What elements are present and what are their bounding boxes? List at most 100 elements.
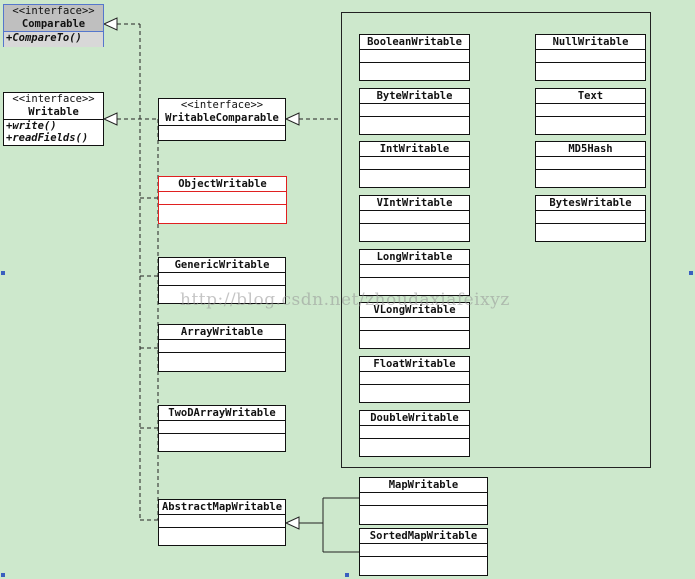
class-section [159, 125, 285, 138]
class-object-writable[interactable]: ObjectWritable [158, 176, 287, 224]
class-name: Writable [28, 106, 79, 118]
class-writable[interactable]: <<interface>> Writable +write() +readFie… [3, 92, 104, 146]
class-name: BytesWritable [549, 197, 632, 209]
class-md5hash[interactable]: MD5Hash [535, 141, 646, 188]
writable-types-container [341, 12, 651, 468]
arrowhead-comparable [102, 17, 118, 31]
method-readfields: +readFields() [6, 132, 89, 144]
class-name: ObjectWritable [178, 178, 267, 190]
class-section [536, 169, 645, 182]
class-name: AbstractMapWritable [161, 501, 283, 513]
stereotype-label: <<interface>> [12, 93, 95, 105]
class-name: DoubleWritable [370, 412, 459, 424]
class-section [536, 156, 645, 169]
watermark-text: http://blog.csdn.net/zhoudaxiafeixyz [180, 290, 510, 310]
class-section [360, 505, 487, 525]
class-comparable[interactable]: <<interface>> Comparable +CompareTo() [3, 4, 104, 47]
class-name: VLongWritable [373, 304, 456, 316]
class-double-writable[interactable]: DoubleWritable [359, 410, 470, 457]
class-section [536, 210, 645, 223]
class-float-writable[interactable]: FloatWritable [359, 356, 470, 403]
class-section [536, 223, 645, 236]
class-array-writable[interactable]: ArrayWritable [158, 324, 286, 372]
class-section [360, 384, 469, 397]
class-section [159, 285, 285, 298]
class-byte-writable[interactable]: ByteWritable [359, 88, 470, 135]
class-long-writable[interactable]: LongWritable [359, 249, 470, 296]
class-name: Text [577, 90, 604, 102]
class-abstract-map-writable[interactable]: AbstractMapWritable [158, 499, 286, 546]
class-section [360, 371, 469, 384]
class-section [159, 352, 285, 365]
class-section [159, 339, 285, 352]
class-int-writable[interactable]: IntWritable [359, 141, 470, 188]
class-section [360, 103, 469, 116]
resize-handle-bottom-left[interactable] [1, 573, 5, 577]
class-section [536, 49, 645, 62]
stereotype-label: <<interface>> [180, 99, 264, 111]
method-write: +write() [6, 120, 57, 132]
class-name: ArrayWritable [180, 326, 264, 338]
class-name: MapWritable [388, 479, 459, 491]
resize-handle-left[interactable] [1, 271, 5, 275]
class-generic-writable[interactable]: GenericWritable [158, 257, 286, 304]
class-boolean-writable[interactable]: BooleanWritable [359, 34, 470, 81]
class-section [360, 330, 469, 343]
class-vlong-writable[interactable]: VLongWritable [359, 302, 470, 349]
class-name: BooleanWritable [367, 36, 462, 48]
method-compareto: +CompareTo() [6, 32, 82, 44]
class-name: NullWritable [552, 36, 629, 48]
class-null-writable[interactable]: NullWritable [535, 34, 646, 81]
class-vint-writable[interactable]: VIntWritable [359, 195, 470, 242]
class-section [360, 210, 469, 223]
class-section [159, 420, 285, 433]
class-section [360, 62, 469, 75]
class-text[interactable]: Text [535, 88, 646, 135]
class-sorted-map-writable[interactable]: SortedMapWritable [359, 528, 488, 576]
method-section: +write() +readFields() [4, 119, 103, 144]
class-section [159, 191, 286, 204]
class-section [536, 103, 645, 116]
class-section [360, 49, 469, 62]
class-name: MD5Hash [568, 143, 613, 155]
resize-handle-bottom-mid[interactable] [345, 573, 349, 577]
class-name: VIntWritable [376, 197, 453, 209]
class-section [536, 62, 645, 75]
stereotype-label: <<interface>> [12, 5, 95, 17]
arrowhead-abstract-map [284, 516, 300, 530]
class-section [159, 514, 285, 527]
class-section [360, 425, 469, 438]
method-section: +CompareTo() [4, 31, 103, 47]
class-map-writable[interactable]: MapWritable [359, 477, 488, 525]
class-twod-array-writable[interactable]: TwoDArrayWritable [158, 405, 286, 452]
class-section [360, 492, 487, 505]
class-section [360, 317, 469, 330]
arrowhead-writable-comparable [284, 112, 300, 126]
class-name: WritableComparable [165, 112, 279, 124]
class-section [360, 543, 487, 556]
class-bytes-writable[interactable]: BytesWritable [535, 195, 646, 242]
class-section [360, 169, 469, 182]
class-section [360, 277, 469, 290]
class-name: SortedMapWritable [369, 530, 478, 542]
class-writable-comparable[interactable]: <<interface>> WritableComparable [158, 98, 286, 141]
class-section [159, 272, 285, 285]
class-section [360, 223, 469, 236]
class-section [159, 204, 286, 217]
class-section [360, 264, 469, 277]
class-name: TwoDArrayWritable [168, 407, 276, 419]
arrowhead-writable [102, 112, 118, 126]
class-name: ByteWritable [376, 90, 453, 102]
class-name: Comparable [21, 18, 86, 30]
class-section [360, 116, 469, 129]
class-section [360, 156, 469, 169]
class-section [159, 527, 285, 540]
resize-handle-right[interactable] [689, 271, 693, 275]
class-name: GenericWritable [174, 259, 270, 271]
class-name: FloatWritable [373, 358, 456, 370]
class-name: LongWritable [376, 251, 453, 263]
class-section [536, 116, 645, 129]
class-name: IntWritable [379, 143, 450, 155]
class-section [360, 438, 469, 451]
